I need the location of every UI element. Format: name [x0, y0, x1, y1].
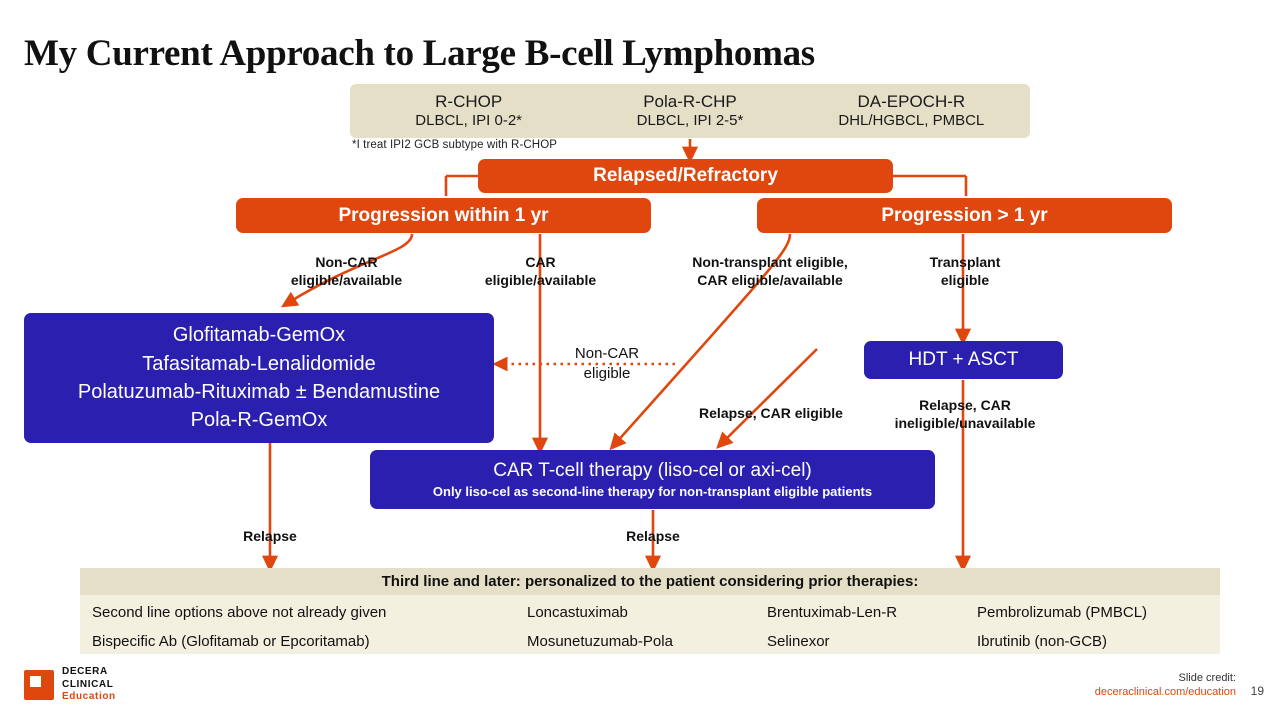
third-line-option: Bispecific Ab (Glofitamab or Epcoritamab… — [92, 633, 370, 650]
footnote-text: *I treat IPI2 GCB subtype with R-CHOP — [352, 139, 558, 151]
third-line-header: Third line and later: personalized to th… — [80, 568, 1220, 595]
third-line-option: Second line options above not already gi… — [92, 604, 387, 621]
slide-credit-url[interactable]: deceraclinical.com/education — [1094, 686, 1236, 698]
logo-line-1: DECERA — [62, 666, 108, 677]
label-relapse-car-eligible: Relapse, CAR eligible — [699, 405, 843, 421]
third-line-options-grid: Second line options above not already gi… — [80, 597, 1220, 653]
third-line-option: Mosunetuzumab-Pola — [527, 633, 673, 650]
third-line-option: Ibrutinib (non-GCB) — [977, 633, 1108, 650]
logo-mark-icon — [24, 669, 54, 700]
third-line-option: Brentuximab-Len-R — [767, 604, 898, 621]
regimen-name: Pola-R-CHP — [643, 92, 737, 111]
logo-text: DECERA CLINICAL Education — [62, 666, 116, 704]
regimen-subtext: DLBCL, IPI 2-5* — [636, 112, 744, 130]
label-relapse-center: Relapse — [626, 528, 680, 544]
logo-line-3: Education — [62, 691, 116, 702]
regimen-name: R-CHOP — [435, 92, 503, 111]
relapsed-refractory-box: Relapsed/Refractory — [478, 159, 893, 193]
regimen-item: DA-EPOCH-R DHL/HGBCL, PMBCL — [801, 91, 1022, 131]
logo-line-2: CLINICAL — [62, 678, 114, 690]
regimen-item: Pola-R-CHP DLBCL, IPI 2-5* — [579, 91, 800, 131]
regimen-item: R-CHOP DLBCL, IPI 0-2* — [358, 91, 579, 131]
regimen-subtext: DLBCL, IPI 0-2* — [415, 112, 523, 130]
car-t-sub-text: Only liso-cel as second-line therapy for… — [432, 484, 873, 499]
car-t-therapy-box: CAR T-cell therapy (liso-cel or axi-cel)… — [370, 450, 935, 509]
progression-over-1yr-box: Progression > 1 yr — [757, 198, 1172, 233]
brand-logo: DECERA CLINICAL Education — [24, 666, 116, 704]
slide-credit-label: Slide credit: — [1178, 672, 1236, 684]
third-line-option: Pembrolizumab (PMBCL) — [977, 604, 1148, 621]
label-relapse-left: Relapse — [243, 528, 297, 544]
third-line-option: Selinexor — [767, 633, 830, 650]
regimen-subtext: DHL/HGBCL, PMBCL — [838, 112, 985, 130]
label-non-transplant-eligible: Non-transplant eligible,CAR eligible/ava… — [692, 254, 848, 289]
regimen-name: DA-EPOCH-R — [857, 92, 966, 111]
third-line-option: Loncastuximab — [527, 604, 628, 621]
hdt-asct-box: HDT + ASCT — [864, 341, 1063, 379]
car-t-main-text: CAR T-cell therapy (liso-cel or axi-cel) — [493, 460, 812, 481]
progression-within-1yr-box: Progression within 1 yr — [236, 198, 651, 233]
slide-number: 19 — [1250, 684, 1264, 698]
top-regimen-band: R-CHOP DLBCL, IPI 0-2* Pola-R-CHP DLBCL,… — [350, 84, 1030, 138]
page-title: My Current Approach to Large B-cell Lymp… — [24, 33, 815, 74]
